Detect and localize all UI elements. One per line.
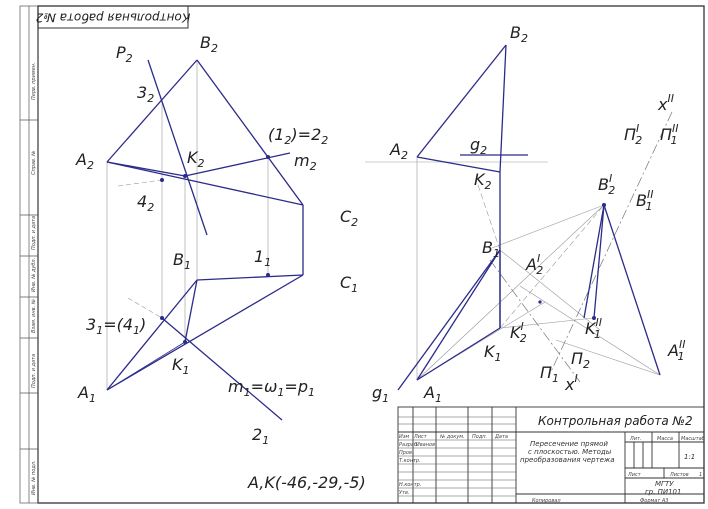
label-r-a1: A1 bbox=[423, 383, 442, 405]
side-label: Подп. и дата bbox=[31, 216, 37, 250]
label-a1: A1 bbox=[77, 383, 96, 405]
label-m2: m2 bbox=[294, 151, 317, 173]
org-line-1: МГТУ bbox=[655, 480, 674, 488]
scale-header: Масштаб bbox=[681, 436, 705, 442]
label-k1: K1 bbox=[172, 355, 190, 377]
side-label: Перв. примен. bbox=[31, 62, 37, 100]
side-label: Инв. № подл. bbox=[31, 461, 37, 496]
side-labels: Перв. примен. Справ. № Подп. и дата Инв.… bbox=[31, 62, 37, 495]
label-r-g2: g2 bbox=[470, 135, 487, 157]
side-label: Взам. инв. № bbox=[31, 299, 37, 333]
side-label: Инв. № дубл. bbox=[31, 258, 37, 292]
left-labels: P2 B2 32 A2 K2 (12)=22 m2 42 C2 B1 11 C1… bbox=[75, 33, 358, 447]
left-points bbox=[160, 155, 270, 344]
label-r-k2: K2 bbox=[474, 170, 492, 192]
right-edges bbox=[397, 44, 661, 391]
sheets-value: 1 bbox=[699, 472, 702, 478]
label-m1-w1-p1: m1=ω1=p1 bbox=[228, 377, 315, 399]
mass-header: Масса bbox=[657, 436, 673, 442]
label-r-x2: xII bbox=[657, 92, 674, 114]
format-label: Формат А3 bbox=[640, 498, 668, 504]
label-r-pi2: П2 bbox=[571, 349, 590, 371]
label-b2: B2 bbox=[200, 33, 218, 55]
label-r-b2: B2 bbox=[510, 23, 528, 45]
left-edges bbox=[106, 59, 304, 421]
stamp-text: Контрольная работа №2 bbox=[36, 11, 191, 25]
row-label: Разраб. bbox=[399, 442, 419, 448]
label-3-2: 32 bbox=[137, 83, 154, 105]
side-strip bbox=[19, 5, 39, 504]
scale-value: 1:1 bbox=[684, 453, 695, 461]
label-r-pi1: П1 bbox=[540, 363, 559, 385]
label-r-k1: K1 bbox=[484, 342, 502, 364]
label-p2: P2 bbox=[116, 43, 133, 65]
right-points bbox=[538, 203, 606, 320]
row-label: Утв. bbox=[399, 490, 410, 496]
lit-header: Лит. bbox=[629, 436, 642, 442]
coordinates-note: A,K(-46,-29,-5) bbox=[247, 473, 366, 492]
label-k2: K2 bbox=[187, 148, 205, 170]
label-1-1: 11 bbox=[254, 247, 271, 269]
label-1-2-eq-2-2: (12)=22 bbox=[268, 125, 328, 147]
org-line-2: гр. ПИ101 bbox=[645, 488, 681, 496]
title-block-col-headers: Изм Лист № докум. Подп. Дата bbox=[399, 434, 508, 440]
label-r-g1: g1 bbox=[372, 383, 389, 405]
label-r-x1: xI bbox=[564, 372, 578, 394]
title-block-title: Контрольная работа №2 bbox=[538, 414, 693, 428]
label-b1: B1 bbox=[173, 250, 191, 272]
side-label: Справ. № bbox=[31, 151, 37, 175]
col-header: Дата bbox=[494, 434, 508, 440]
side-label: Подп. и дата bbox=[31, 354, 37, 388]
right-axes bbox=[489, 111, 673, 383]
label-a2: A2 bbox=[75, 150, 94, 172]
col-header: Лист bbox=[413, 434, 428, 440]
label-4-2: 42 bbox=[137, 192, 154, 214]
label-c1: C1 bbox=[340, 273, 358, 295]
label-r-b1: B1 bbox=[482, 238, 500, 260]
col-header: Подп. bbox=[472, 434, 487, 440]
col-header: № докум. bbox=[439, 434, 465, 440]
label-r-a2: A2 bbox=[389, 140, 408, 162]
sheet-label: Лист bbox=[627, 472, 642, 478]
title-block-rows: Разраб. Пров. Т.контр. Н.контр. Утв. bbox=[399, 442, 421, 496]
copied-label: Копировал bbox=[532, 498, 561, 504]
row-label: Н.контр. bbox=[399, 482, 421, 488]
developer-name: Иванов bbox=[416, 442, 435, 448]
title-block: Контрольная работа №2 Пересечение прямой… bbox=[397, 406, 705, 504]
row-label: Пров. bbox=[399, 450, 414, 456]
sheets-label: Листов bbox=[669, 472, 689, 478]
col-header: Изм bbox=[399, 434, 409, 440]
label-3-1-eq-4-1: 31=(41) bbox=[86, 315, 146, 337]
label-c2: C2 bbox=[340, 207, 358, 229]
label-2-1: 21 bbox=[252, 425, 269, 447]
row-label: Т.контр. bbox=[399, 458, 421, 464]
top-stamp: Контрольная работа №2 bbox=[36, 5, 191, 29]
